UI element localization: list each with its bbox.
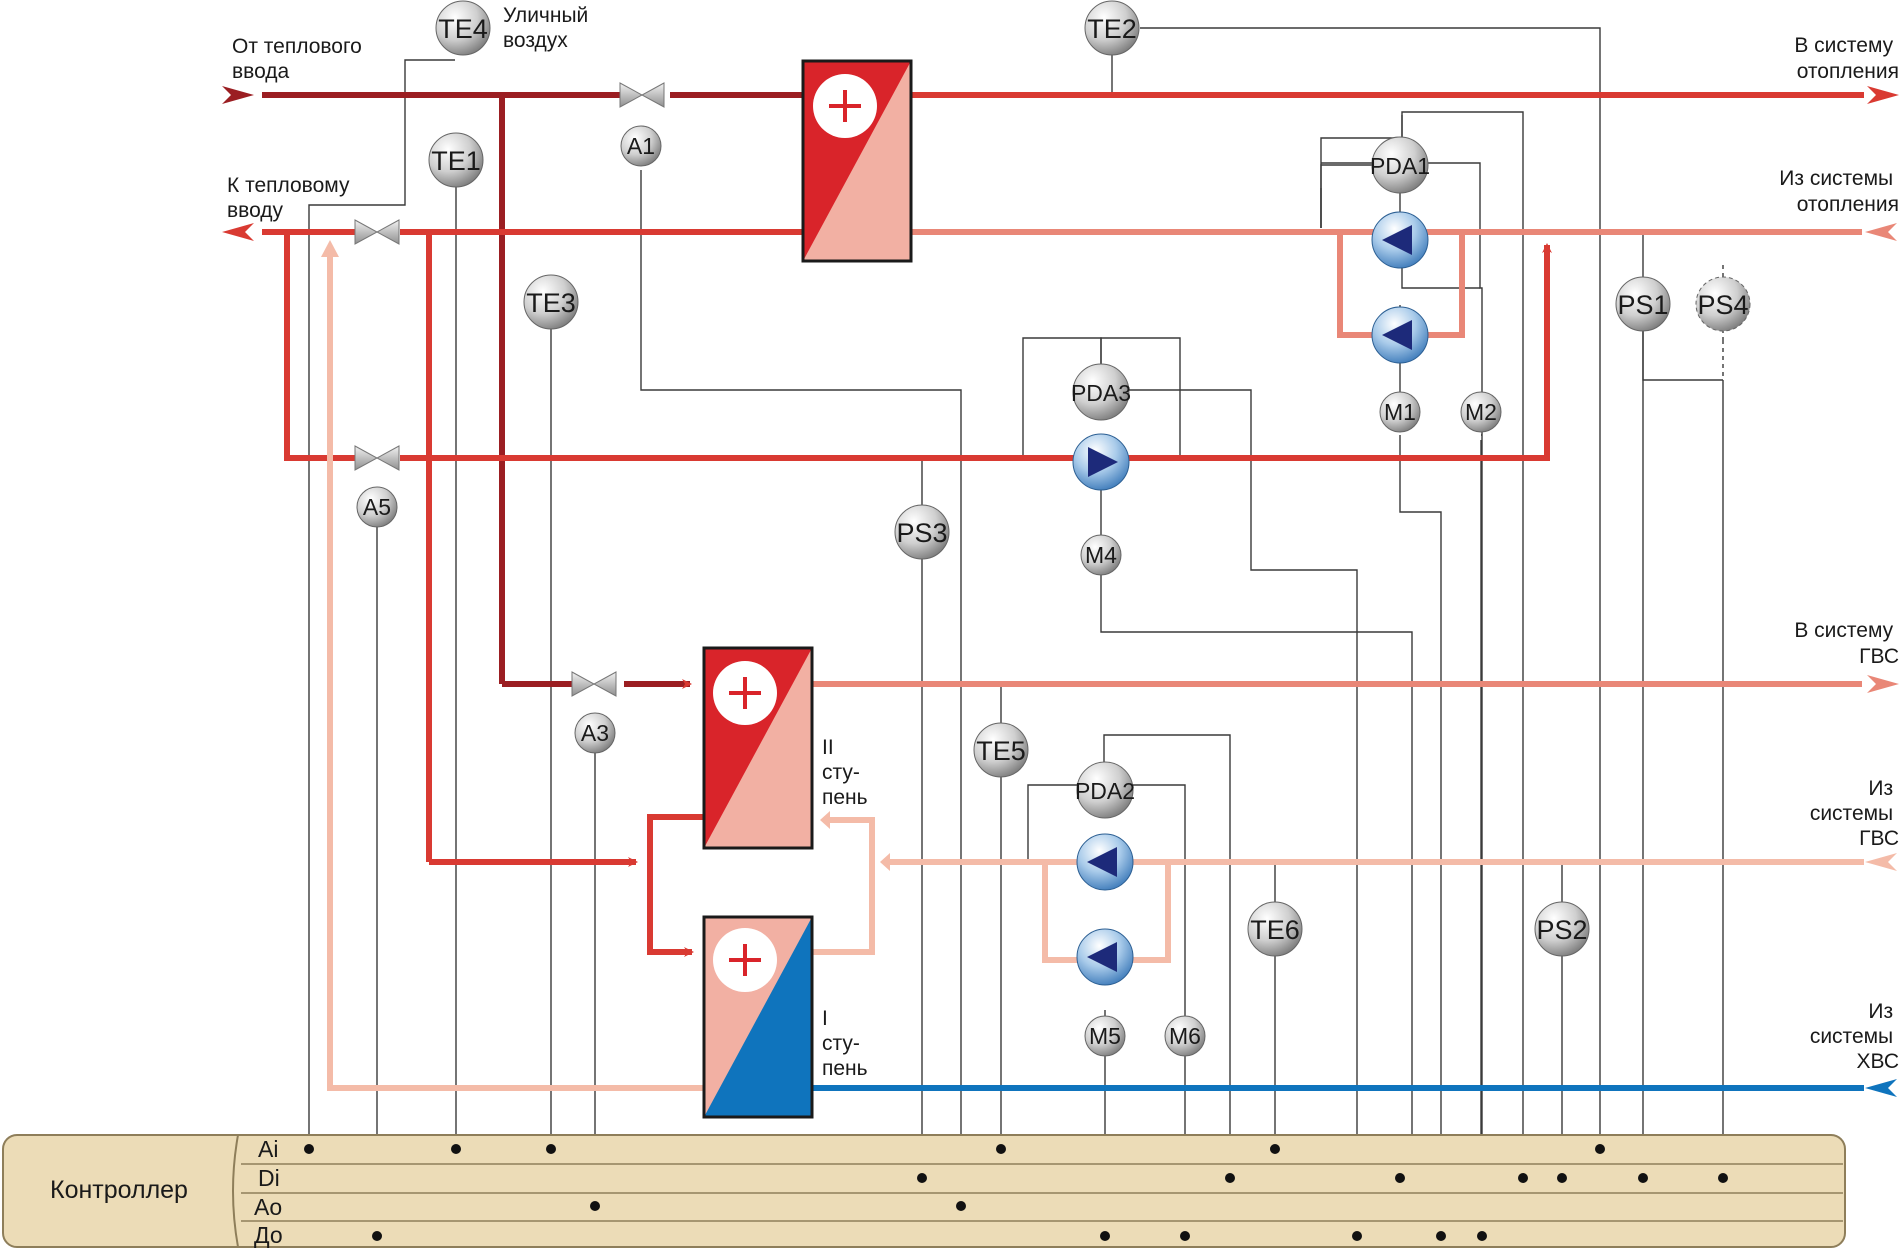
valve-a2-icon [354,219,400,245]
svg-text:A5: A5 [363,494,391,520]
sensor-pda3: PDA3 [1071,363,1131,421]
sensor-te1: TE1 [428,132,484,188]
actuator-a5: A5 [356,486,398,528]
motor-m6: M6 [1164,1015,1206,1057]
control-wiring [308,27,1724,1236]
label-from-heating: Из системы отопления [1779,167,1899,216]
svg-text:PDA3: PDA3 [1071,380,1131,406]
controller: Контроллер Ai Di Ao До [2,1134,1846,1248]
pipes [262,92,1864,1091]
sensor-te2: TE2 [1084,0,1140,56]
bus-do-label: До [254,1222,283,1248]
valve-a3-icon [571,671,617,697]
svg-text:M6: M6 [1169,1023,1201,1049]
label-from-heat-input: От теплового ввода [232,35,368,83]
sensor-ps3: PS3 [894,504,950,560]
pump-dhw-1-icon [1076,833,1134,891]
bus-ai-label: Ai [258,1136,278,1162]
sensor-ps4: PS4 [1695,276,1751,332]
label-outdoor-air: Уличный воздух [503,4,594,52]
bus-di-label: Di [258,1165,280,1191]
actuator-a1: A1 [620,125,662,167]
heat-exchanger-stage-2 [702,646,814,850]
svg-text:M4: M4 [1085,542,1117,568]
svg-text:TE4: TE4 [438,14,488,44]
label-to-dhw: В систему ГВС [1794,619,1899,668]
svg-text:PS4: PS4 [1697,290,1748,320]
sensor-te6: TE6 [1247,901,1303,957]
sensor-ps2: PS2 [1534,901,1590,957]
svg-text:PDA1: PDA1 [1370,153,1430,179]
svg-text:M2: M2 [1465,399,1497,425]
sensor-te3: TE3 [523,274,579,330]
valve-a5-icon [354,445,400,471]
label-from-cold-water: Из системы ХВС [1810,1000,1899,1073]
sensor-pda1: PDA1 [1370,136,1430,194]
sensor-te5: TE5 [973,722,1029,778]
svg-text:TE6: TE6 [1250,915,1300,945]
svg-text:PS2: PS2 [1536,915,1587,945]
label-from-dhw: Из системы ГВС [1810,777,1899,850]
label-stage-1: I сту- пень [822,1007,868,1080]
sensors: TE4 TE2 TE1 TE3 PDA1 PS1 PS4 PDA3 PS3 TE… [356,0,1751,1057]
svg-text:PDA2: PDA2 [1075,778,1135,804]
heat-exchanger-stage-1 [702,915,814,1119]
sensor-te4: TE4 [435,0,491,56]
sensor-pda2: PDA2 [1075,761,1135,819]
label-to-heat-input: К тепловому вводу [227,174,355,222]
label-stage-2: II сту- пень [822,736,868,809]
svg-text:M5: M5 [1089,1023,1121,1049]
flow-labels: От теплового ввода К тепловому вводу Ули… [227,4,1899,1080]
svg-text:TE5: TE5 [976,736,1026,766]
motor-m2: M2 [1460,391,1502,433]
svg-text:PS3: PS3 [896,518,947,548]
pump-heating-2-icon [1371,306,1429,364]
bus-connection-dots [304,1144,1728,1241]
svg-text:TE3: TE3 [526,288,576,318]
svg-text:A3: A3 [581,720,609,746]
pump-dhw-2-icon [1076,928,1134,986]
svg-text:TE1: TE1 [431,146,481,176]
motor-m4: M4 [1080,534,1122,576]
pump-mixing-icon [1072,433,1130,491]
motor-m1: M1 [1379,391,1421,433]
label-to-heating: В систему отопления [1794,34,1899,83]
flow-arrows [222,86,1899,1097]
actuator-a3: A3 [574,712,616,754]
heat-exchanger-heating [801,59,913,263]
svg-text:TE2: TE2 [1087,14,1137,44]
valve-a1-icon [619,82,665,108]
bus-ao-label: Ao [254,1194,282,1220]
motor-m5: M5 [1084,1015,1126,1057]
svg-text:A1: A1 [627,133,655,159]
sensor-ps1: PS1 [1615,276,1671,332]
pump-heating-1-icon [1371,211,1429,269]
svg-text:M1: M1 [1384,399,1416,425]
svg-text:PS1: PS1 [1617,290,1668,320]
controller-title: Контроллер [50,1176,188,1204]
